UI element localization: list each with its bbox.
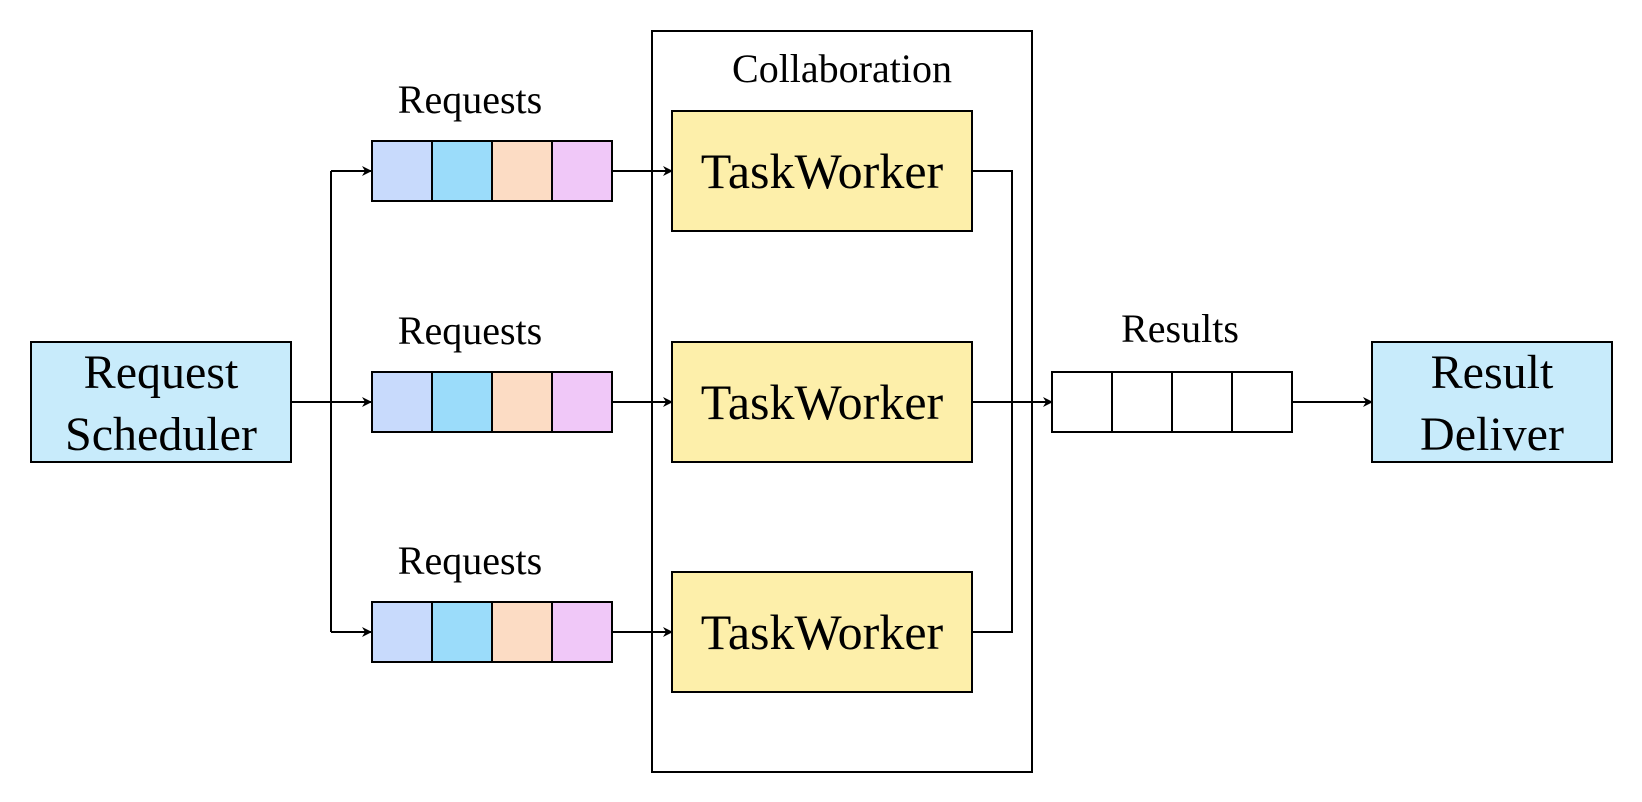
requests-label: Requests xyxy=(398,77,542,122)
request-cell xyxy=(431,140,493,202)
result-deliver-node: Result Deliver xyxy=(1371,341,1613,463)
request-scheduler-box xyxy=(30,341,292,463)
requests-label: Requests xyxy=(398,308,542,353)
collaboration-label: Collaboration xyxy=(732,46,952,91)
result-cell xyxy=(1171,371,1233,433)
result-deliver-label-line2: Deliver xyxy=(1420,408,1564,461)
result-cell xyxy=(1231,371,1293,433)
worker-bottom-out-line xyxy=(972,402,1013,633)
request-cell xyxy=(491,601,553,663)
request-cell xyxy=(491,371,553,433)
request-cell xyxy=(371,601,433,663)
request-scheduler-label-line1: Request xyxy=(84,346,239,399)
results-label: Results xyxy=(1121,306,1239,351)
task-worker-box xyxy=(671,571,973,693)
result-deliver-label-line1: Result xyxy=(1431,346,1554,399)
request-cell xyxy=(551,601,613,663)
request-cell xyxy=(551,140,613,202)
request-cell xyxy=(431,371,493,433)
request-cell xyxy=(371,140,433,202)
request-queues: RequestsTaskWorkerRequestsTaskWorkerRequ… xyxy=(371,77,973,693)
results-queue: Results xyxy=(1051,306,1293,433)
request-cell xyxy=(371,371,433,433)
worker-top-out-line xyxy=(972,170,1013,402)
request-cell xyxy=(551,371,613,433)
request-cell xyxy=(431,601,493,663)
results-cells xyxy=(1051,371,1293,433)
result-cell xyxy=(1111,371,1173,433)
task-worker-box xyxy=(671,341,973,463)
result-deliver-box xyxy=(1371,341,1613,463)
task-worker-label: TaskWorker xyxy=(701,374,944,430)
task-worker-label: TaskWorker xyxy=(701,604,944,660)
connectors xyxy=(291,166,1373,637)
requests-label: Requests xyxy=(398,538,542,583)
request-scheduler-label-line2: Scheduler xyxy=(65,408,257,461)
task-worker-box xyxy=(671,110,973,232)
request-cell xyxy=(491,140,553,202)
result-cell xyxy=(1051,371,1113,433)
request-scheduler-node: Request Scheduler xyxy=(30,341,292,463)
task-worker-label: TaskWorker xyxy=(701,143,944,199)
